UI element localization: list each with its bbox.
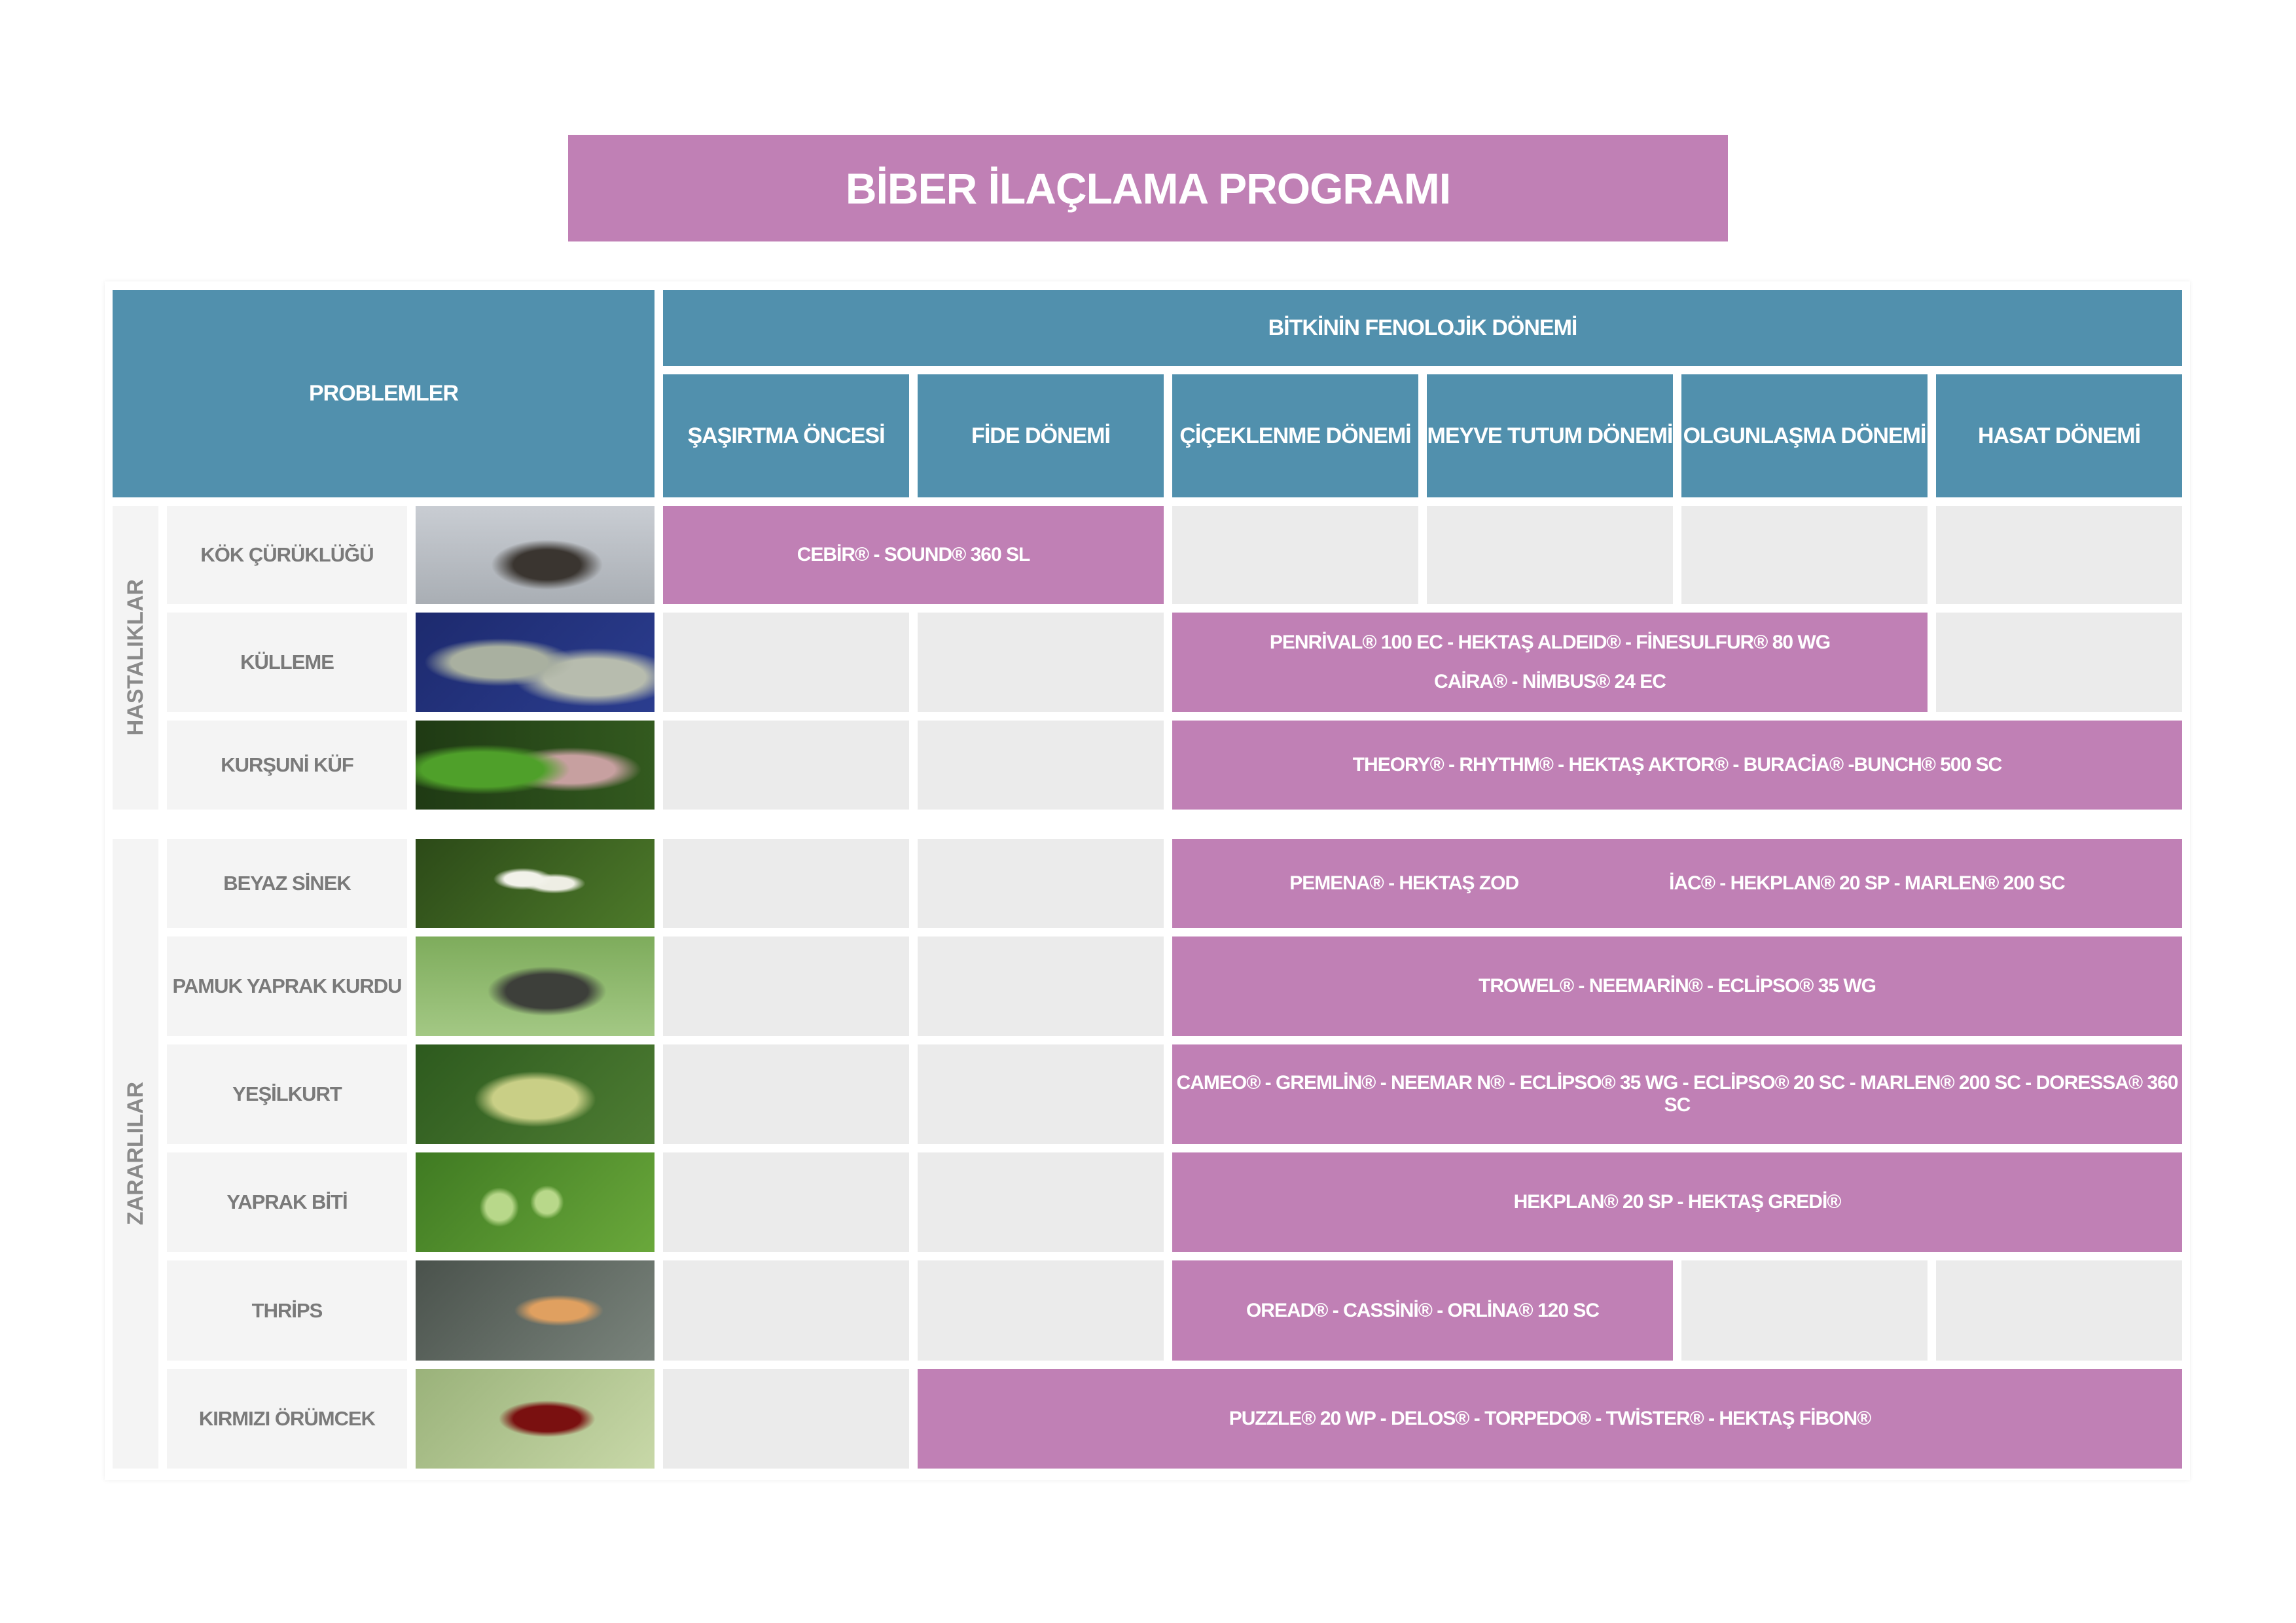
root-rot-photo [416,506,655,604]
empty-cell [918,1260,1164,1361]
program-cell: PUZZLE® 20 WP - DELOS® - TORPEDO® - TWİS… [918,1369,2182,1469]
stage-header: MEYVE TUTUM DÖNEMİ [1427,374,1673,497]
empty-cell [663,1260,909,1361]
spider-mite-photo [416,1369,655,1469]
product-list: HEKPLAN® 20 SP - HEKTAŞ GREDİ® [1513,1191,1842,1213]
empty-cell [663,1044,909,1144]
stage-header: ÇİÇEKLENME DÖNEMİ [1172,374,1418,497]
empty-cell [663,1369,909,1469]
empty-cell [663,613,909,712]
category-label: ZARARLILAR [122,1082,148,1226]
program-cell: TROWEL® - NEEMARİN® - ECLİPSO® 35 WG [1172,936,2182,1036]
empty-cell [1427,506,1673,604]
cotton-leafworm-photo [416,936,655,1036]
problem-label: KIRMIZI ÖRÜMCEK [167,1369,407,1469]
program-cell: PENRİVAL® 100 EC - HEKTAŞ ALDEID® - FİNE… [1172,613,1928,712]
page-title: BİBER İLAÇLAMA PROGRAMI [568,135,1728,241]
stage-header: FİDE DÖNEMİ [918,374,1164,497]
empty-cell [1681,1260,1928,1361]
spray-program-table: PROBLEMLER BİTKİNİN FENOLOJİK DÖNEMİ ŞAŞ… [113,290,2182,1469]
program-cell: OREAD® - CASSİNİ® - ORLİNA® 120 SC [1172,1260,1673,1361]
product-list: CEBİR® - SOUND® 360 SL [797,544,1031,565]
problem-label: THRİPS [167,1260,407,1361]
empty-cell [918,936,1164,1036]
empty-cell [918,613,1164,712]
product-list: PEMENA® - HEKTAŞ ZOD [1289,872,1519,894]
empty-cell [663,839,909,928]
bollworm-photo [416,1044,655,1144]
empty-cell [918,839,1164,928]
phenology-header: BİTKİNİN FENOLOJİK DÖNEMİ [663,290,2182,366]
category-diseases: HASTALIKLAR [113,506,158,810]
program-cell: THEORY® - RHYTHM® - HEKTAŞ AKTOR® - BURA… [1172,721,2182,810]
program-cell: CEBİR® - SOUND® 360 SL [663,506,1164,604]
empty-cell [1936,613,2182,712]
product-list: PENRİVAL® 100 EC - HEKTAŞ ALDEID® - FİNE… [1269,632,1831,653]
problem-label: KURŞUNİ KÜF [167,721,407,810]
problem-label: YAPRAK BİTİ [167,1152,407,1252]
empty-cell [1936,1260,2182,1361]
powdery-mildew-photo [416,613,655,712]
category-pests: ZARARLILAR [113,839,158,1469]
product-list: PUZZLE® 20 WP - DELOS® - TORPEDO® - TWİS… [1229,1408,1872,1429]
empty-cell [918,1044,1164,1144]
product-list: THEORY® - RHYTHM® - HEKTAŞ AKTOR® - BURA… [1352,754,2003,776]
whitefly-photo [416,839,655,928]
empty-cell [1172,506,1418,604]
empty-cell [663,936,909,1036]
product-list: OREAD® - CASSİNİ® - ORLİNA® 120 SC [1246,1299,1600,1321]
product-list: CAİRA® - NİMBUS® 24 EC [1434,671,1666,692]
problem-label: KÖK ÇÜRÜKLÜĞÜ [167,506,407,604]
problem-label: BEYAZ SİNEK [167,839,407,928]
program-cell: PEMENA® - HEKTAŞ ZOD İAC® - HEKPLAN® 20 … [1172,839,2182,928]
empty-cell [663,721,909,810]
product-list: İAC® - HEKPLAN® 20 SP - MARLEN® 200 SC [1669,872,2066,894]
stage-header: ŞAŞIRTMA ÖNCESİ [663,374,909,497]
problem-label: PAMUK YAPRAK KURDU [167,936,407,1036]
program-cell: CAMEO® - GREMLİN® - NEEMAR N® - ECLİPSO®… [1172,1044,2182,1144]
empty-cell [918,721,1164,810]
problem-label: YEŞİLKURT [167,1044,407,1144]
aphid-photo [416,1152,655,1252]
product-list: CAMEO® - GREMLİN® - NEEMAR N® - ECLİPSO®… [1176,1072,2179,1116]
empty-cell [663,1152,909,1252]
problem-label: KÜLLEME [167,613,407,712]
gray-mold-photo [416,721,655,810]
stage-header: OLGUNLAŞMA DÖNEMİ [1681,374,1928,497]
product-list: TROWEL® - NEEMARİN® - ECLİPSO® 35 WG [1479,975,1876,997]
thrips-photo [416,1260,655,1361]
empty-cell [1936,506,2182,604]
empty-cell [1681,506,1928,604]
stage-header: HASAT DÖNEMİ [1936,374,2182,497]
category-label: HASTALIKLAR [122,579,148,736]
problems-header: PROBLEMLER [113,290,655,497]
program-cell: HEKPLAN® 20 SP - HEKTAŞ GREDİ® [1172,1152,2182,1252]
empty-cell [918,1152,1164,1252]
